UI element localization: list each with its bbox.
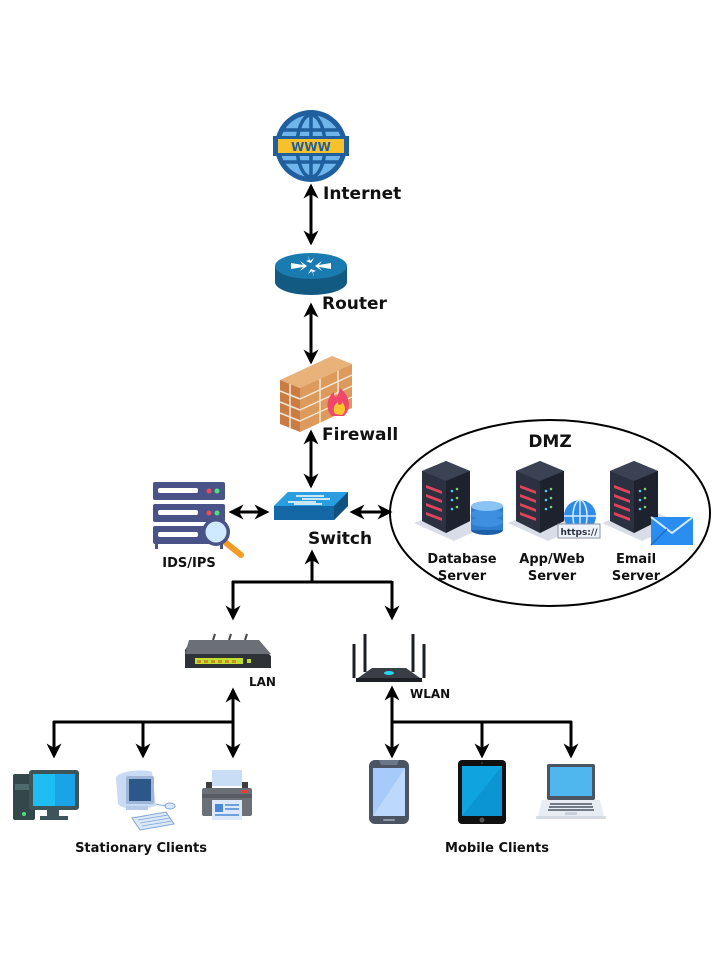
database-server-icon	[414, 461, 503, 541]
node-firewall: Firewall	[279, 356, 398, 445]
email-server-icon	[602, 461, 694, 546]
internet-label: Internet	[323, 184, 401, 204]
web-server-icon: https://	[508, 461, 601, 541]
node-router: Router	[275, 253, 388, 314]
laptop-icon	[536, 764, 606, 819]
server-magnifier-icon	[153, 482, 244, 558]
firewall-label: Firewall	[322, 425, 398, 445]
tablet-icon	[458, 760, 506, 824]
mobile-clients-label: Mobile Clients	[445, 841, 549, 856]
node-internet: WWW Internet	[273, 110, 401, 204]
wlan-label: WLAN	[410, 687, 450, 701]
node-switch: Switch	[274, 492, 372, 549]
https-badge: https://	[561, 528, 599, 538]
wireless-router-icon	[352, 634, 426, 682]
globe-www-icon: WWW	[273, 110, 349, 182]
database-server-label-2: Server	[438, 569, 487, 584]
router-label: Router	[322, 294, 388, 314]
printer-icon	[202, 770, 252, 820]
group-stationary-clients: Stationary Clients	[13, 770, 252, 856]
dmz-server-email: Email Server	[602, 461, 694, 584]
lan-label: LAN	[249, 675, 276, 689]
switch-label: Switch	[308, 529, 372, 549]
www-badge: WWW	[291, 140, 331, 154]
email-server-label-1: Email	[616, 552, 656, 567]
web-server-label-2: Server	[528, 569, 577, 584]
group-mobile-clients: Mobile Clients	[369, 760, 606, 856]
dmz-title: DMZ	[528, 432, 571, 452]
dmz-zone: DMZ Database Server	[389, 419, 711, 607]
stationary-clients-label: Stationary Clients	[75, 841, 207, 856]
lan-router-icon	[185, 633, 271, 668]
retro-computer-icon	[116, 770, 176, 831]
switch-icon	[274, 492, 348, 520]
node-ids-ips: IDS/IPS	[153, 482, 244, 571]
database-server-label-1: Database	[427, 552, 496, 567]
email-server-label-2: Server	[612, 569, 661, 584]
dmz-server-web: https:// App/Web Server	[508, 461, 601, 584]
dmz-server-database: Database Server	[414, 461, 503, 584]
node-lan: LAN	[185, 633, 276, 689]
dmz-boundary	[389, 419, 711, 607]
ids-ips-label: IDS/IPS	[162, 556, 215, 571]
firewall-icon	[279, 356, 353, 432]
desktop-computer-icon	[13, 770, 79, 820]
router-icon	[275, 253, 347, 295]
node-wlan: WLAN	[352, 634, 450, 701]
web-server-label-1: App/Web	[519, 552, 584, 567]
smartphone-icon	[369, 760, 409, 824]
connectors	[46, 183, 579, 759]
